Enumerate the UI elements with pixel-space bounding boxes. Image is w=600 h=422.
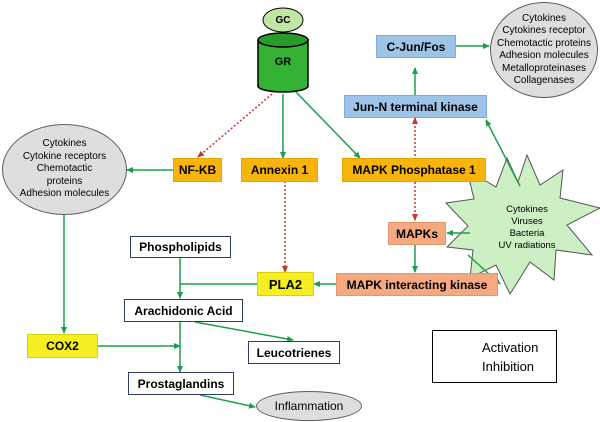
edge-prostaglandins-inflammation bbox=[199, 394, 256, 409]
stimuli-item: Bacteria bbox=[509, 228, 545, 239]
legend-inhibition-label: Inhibition bbox=[482, 359, 535, 374]
right-ellipse-item: Collagenases bbox=[513, 75, 575, 86]
nfkb-box: NF-KB bbox=[173, 158, 222, 182]
prostaglandins-box: Prostaglandins bbox=[128, 372, 234, 395]
left-mediators-ellipse: Cytokines Cytokine receptors Chemotactic… bbox=[2, 124, 127, 215]
gc-label: GC bbox=[275, 14, 291, 26]
mapk-interacting-kinase-box: MAPK interacting kinase bbox=[336, 273, 498, 296]
inflammation-label: Inflammation bbox=[274, 398, 344, 413]
stimuli-list: Cytokines Viruses Bacteria UV radiations bbox=[487, 203, 567, 253]
edge-gr-mkp1 bbox=[295, 91, 361, 159]
right-ellipse-item: Adhesion molecules bbox=[499, 50, 589, 61]
right-ellipse-item: Cytokines bbox=[522, 12, 566, 24]
cjun-fos-box: C-Jun/Fos bbox=[376, 35, 456, 58]
stimuli-item: Viruses bbox=[511, 216, 543, 227]
annexin1-box: Annexin 1 bbox=[241, 158, 318, 182]
left-ellipse-item: Cytokine receptors bbox=[22, 150, 107, 162]
stimuli-item: UV radiations bbox=[498, 240, 556, 251]
right-ellipse-item: Chemotactic proteins bbox=[497, 37, 591, 49]
phospholipids-box: Phospholipids bbox=[130, 236, 231, 258]
edge-gr-nfkb bbox=[197, 93, 273, 158]
cox2-box: COX2 bbox=[27, 334, 98, 358]
left-ellipse-item: Cytokines bbox=[42, 138, 87, 150]
pla2-box: PLA2 bbox=[257, 272, 314, 296]
edge-arachidonic-leucotrienes bbox=[194, 321, 294, 342]
gc-ellipse bbox=[262, 7, 304, 33]
left-ellipse-item: Adhesion molecules bbox=[19, 188, 110, 200]
right-ellipse-item: Cytokines receptor bbox=[502, 25, 586, 36]
left-ellipse-item: proteins bbox=[46, 175, 83, 187]
mapks-box: MAPKs bbox=[388, 222, 446, 245]
gr-cylinder bbox=[257, 32, 309, 93]
stimuli-item: Cytokines bbox=[506, 204, 548, 215]
jnk-box: Jun-N terminal kinase bbox=[344, 95, 487, 118]
left-ellipse-item: Chemotactic bbox=[36, 163, 93, 175]
gr-label: GR bbox=[274, 56, 292, 68]
mapk-phosphatase1-box: MAPK Phosphatase 1 bbox=[342, 158, 486, 182]
leucotrienes-box: Leucotrienes bbox=[248, 341, 340, 364]
right-mediators-ellipse: Cytokines Cytokines receptor Chemotactic… bbox=[490, 2, 598, 98]
legend bbox=[432, 330, 557, 383]
legend-activation-label: Activation bbox=[482, 340, 539, 355]
edge-star-jnk bbox=[485, 119, 521, 187]
inflammation-ellipse: Inflammation bbox=[256, 391, 362, 421]
right-ellipse-item: Metalloproteinases bbox=[502, 62, 586, 74]
arachidonic-acid-box: Arachidonic Acid bbox=[124, 299, 243, 322]
